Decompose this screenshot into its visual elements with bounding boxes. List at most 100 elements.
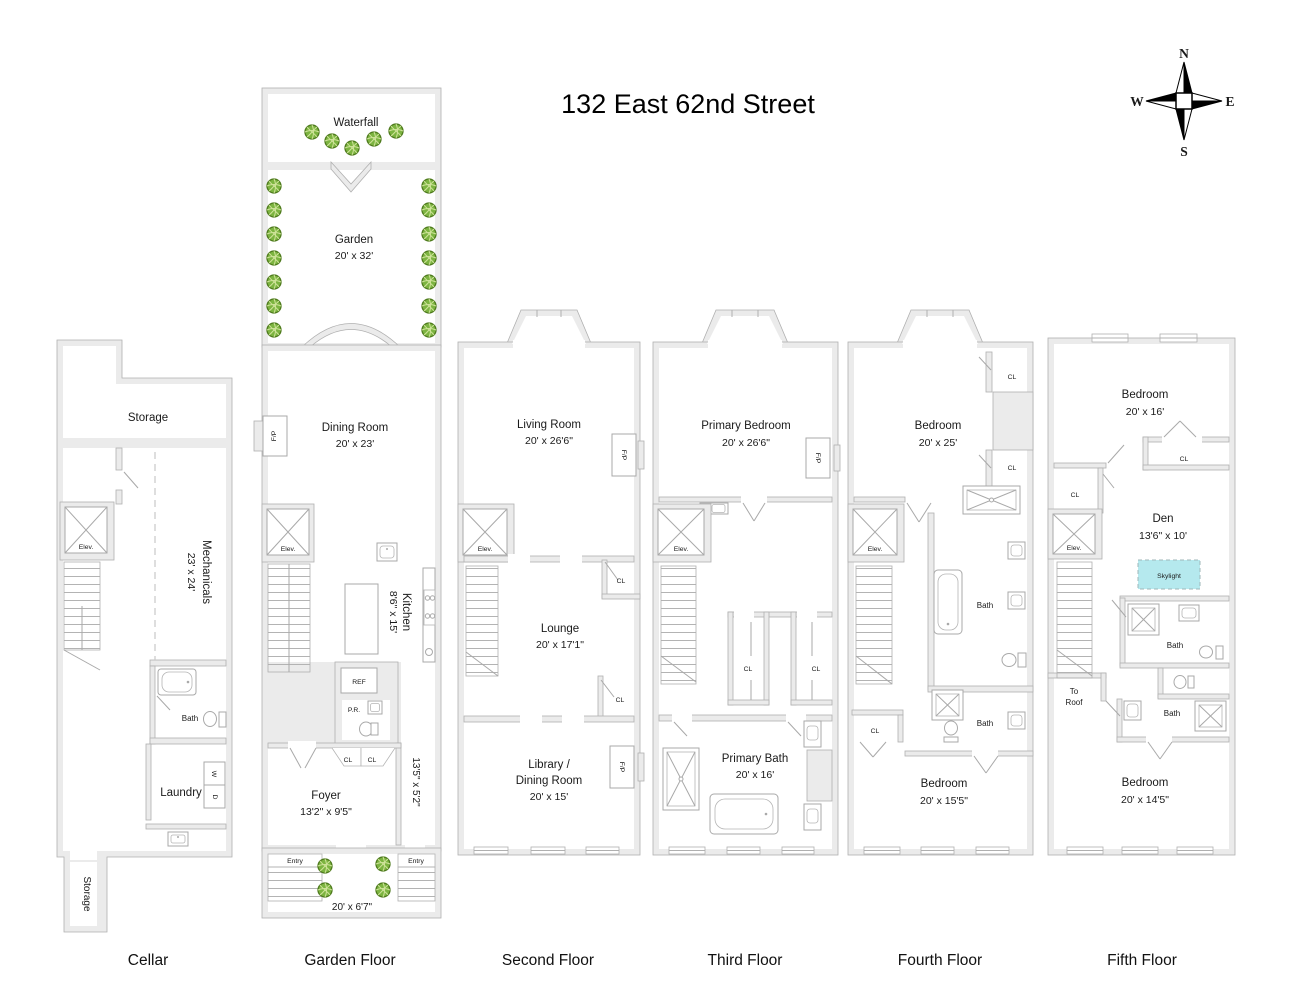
- compass-north-label: N: [1179, 46, 1189, 61]
- closet-label: CL: [1008, 374, 1017, 381]
- floor-label-third: Third Floor: [708, 952, 783, 969]
- closet-label: CL: [1008, 465, 1017, 472]
- cellar-interior-walls: [115, 447, 227, 830]
- room-label-lounge: Lounge: [541, 623, 579, 635]
- room-dims-bedroom1: 20' x 25': [919, 437, 957, 449]
- compass-east-label: E: [1225, 94, 1234, 109]
- stairs-icon: [63, 561, 101, 671]
- sink-icon: [803, 720, 822, 748]
- room-dims-bedroom2: 20' x 14'5": [1121, 794, 1169, 806]
- room-dims-primary-bedroom: 20' x 26'6": [722, 437, 770, 449]
- room-label-den: Den: [1152, 513, 1173, 525]
- kitchen-counter: [422, 567, 436, 663]
- closet-rods: [750, 622, 813, 700]
- door: [1159, 741, 1173, 760]
- fourth-interior-walls: [851, 351, 1034, 757]
- cellar-storage-room: [63, 346, 226, 438]
- room-dims-garden: 20' x 32': [335, 250, 373, 262]
- room-label-bedroom1: Bedroom: [915, 420, 962, 432]
- toilet-icon: [203, 711, 227, 728]
- floor-label-cellar: Cellar: [128, 952, 168, 969]
- room-label-bedroom2: Bedroom: [921, 778, 968, 790]
- elevator-label: Elev.: [478, 546, 493, 553]
- closet-label: CL: [1180, 456, 1189, 463]
- room-label-bedroom2: Bedroom: [1122, 777, 1169, 789]
- door: [973, 755, 987, 774]
- door: [604, 561, 619, 581]
- entry-label-left: Entry: [287, 858, 303, 865]
- room-label-primary-bedroom: Primary Bedroom: [701, 420, 790, 432]
- toilet-icon: [943, 720, 959, 743]
- closet-label: CL: [1071, 492, 1080, 499]
- dryer-label: D: [211, 795, 218, 800]
- room-dims-den: 13'6" x 10': [1139, 530, 1187, 542]
- shower-icon: [962, 485, 1021, 515]
- room-label-foyer: Foyer: [311, 790, 341, 802]
- door: [753, 502, 766, 522]
- door: [978, 356, 992, 371]
- elevator-icon: Elev.: [847, 503, 905, 563]
- floorplan-fifth: Elev.: [1047, 333, 1236, 969]
- closet-label: CL: [616, 697, 625, 704]
- closet-label: CL: [871, 728, 880, 735]
- sink-icon: [376, 542, 398, 562]
- room-label-bath: Bath: [182, 714, 198, 723]
- elevator-label: Elev.: [1067, 545, 1082, 552]
- sink-icon: [167, 831, 189, 847]
- entry-stairs-icon: [397, 866, 436, 902]
- room-dims-primary-bath: 20' x 16': [736, 769, 774, 781]
- sink-icon: [699, 502, 729, 515]
- shower-icon: [662, 747, 700, 811]
- closet-label: CL: [812, 666, 821, 673]
- ref-label: REF: [352, 679, 366, 686]
- room-label-primary-bath: Primary Bath: [722, 753, 788, 765]
- door: [918, 502, 932, 523]
- room-label-living: Living Room: [517, 419, 581, 431]
- room-label-waterfall: Waterfall: [334, 117, 379, 129]
- room-dims-living: 20' x 26'6": [525, 435, 573, 447]
- door: [1163, 420, 1181, 438]
- closet-label: CL: [617, 578, 626, 585]
- entry-stairs-icon: [267, 866, 323, 902]
- door: [906, 502, 920, 523]
- room-label-storage-bottom: Storage: [81, 876, 92, 911]
- room-label-bedroom1: Bedroom: [1122, 389, 1169, 401]
- sink-icon: [803, 803, 822, 831]
- room-label-bath1: Bath: [977, 601, 993, 610]
- stairs-icon: [855, 565, 893, 685]
- elevator-label: Elev.: [281, 546, 296, 553]
- door: [985, 755, 999, 774]
- toilet-icon: [1001, 652, 1027, 668]
- stove-icon: [423, 589, 436, 626]
- bathtub-icon: [709, 793, 779, 835]
- door: [1105, 700, 1121, 717]
- windows: [668, 846, 815, 855]
- room-dims-lounge: 20' x 17'1": [536, 639, 584, 651]
- room-label-dining: Dining Room: [322, 422, 388, 434]
- second-interior-walls: [463, 555, 641, 723]
- room-label-laundry: Laundry: [160, 787, 202, 799]
- door: [859, 741, 874, 758]
- cellar-storage-strip: [70, 862, 97, 926]
- stairs-icon: [267, 563, 311, 673]
- page-title: 132 East 62nd Street: [561, 89, 815, 119]
- windows: [1091, 333, 1198, 343]
- garden-hall: [401, 662, 435, 845]
- room-label-bath2: Bath: [1164, 709, 1180, 718]
- floorplan-third: F/P Elev.: [652, 309, 841, 969]
- stoop-dims: 20' x 6'7": [332, 902, 373, 913]
- elevator-icon: Elev.: [59, 501, 115, 561]
- sink-icon: [1123, 700, 1142, 721]
- powder-room: P.R.: [342, 700, 390, 740]
- room-dims-kitchen: 8'6" x 15': [387, 591, 399, 633]
- door: [1179, 420, 1197, 438]
- room-label-kitchen: Kitchen: [400, 593, 412, 631]
- floor-label-fourth: Fourth Floor: [898, 952, 982, 969]
- room-label-storage-top: Storage: [128, 412, 168, 424]
- room-dims-bedroom1: 20' x 16': [1126, 406, 1164, 418]
- elevator-icon: Elev.: [652, 503, 712, 563]
- elevator-icon: Elev.: [457, 503, 515, 563]
- windows: [1066, 846, 1214, 855]
